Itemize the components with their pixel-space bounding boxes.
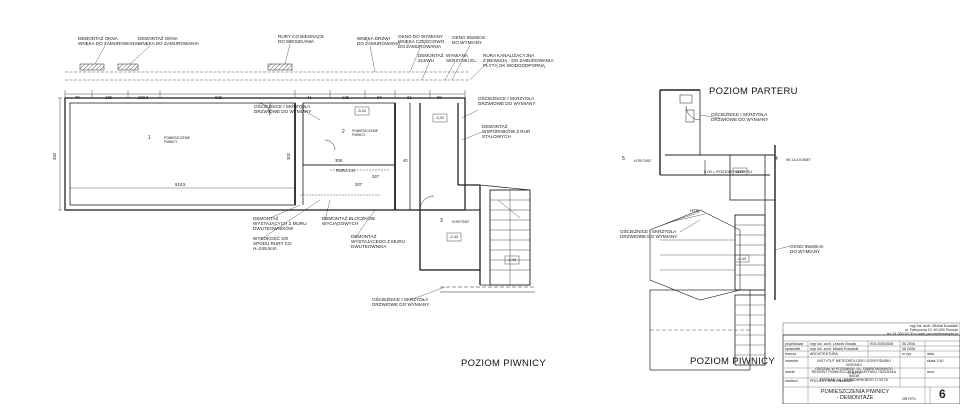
dim-text-mid-1: 300 [286,152,291,160]
tb-row-1-role: projektował [785,342,804,346]
note-pipe-height: WYSOKOŚĆ DO SPODU RURY CO H=249,5cm [253,236,292,252]
tb-row-2-name: mgr inż. arch. Maciej Kowalski [810,347,859,351]
tb-row-1-name: mgr inż. arch. Leszek Nowak [810,342,857,346]
room-1-number: 1 [148,135,151,141]
dim-text-5: 41 [307,95,312,100]
tb-row-3-name: ARCHITEKTURA [810,352,838,356]
dim-text-2: 185 [105,95,113,100]
note-window-removal-1: DEMONTAŻ OKNA WNĘKA DO ZAMUROWANIA [78,36,139,47]
basement-plan [58,43,535,301]
window-removal-hatch-1 [79,63,105,71]
note-i-beams: DEMONTAŻ WYSTAJĄCYCH Z MURU DWUTEOWNIKÓW [253,216,307,232]
note-window-95x60-2: OKNO 95x60cm DO WYMIANY [790,244,824,255]
title-block [782,322,960,405]
dim-text-mid-4: 40 [403,158,408,163]
tb-row-2-date: 06.2006 [902,347,915,351]
note-door-frames-5: OŚCIEŻNICE I SKRZYDŁA DRZWIOWE DO WYMIAN… [620,229,678,240]
ground-plan [649,89,791,371]
note-door-frames-1: OŚCIEŻNICE I SKRZYDŁA DRZWIOWE DO WYMIAN… [254,104,312,115]
room-2-desc: POMIESZCZENIE PIWNICY [352,129,379,137]
tb-investor-label: inwestor [785,359,799,363]
note-sink-removal: DEMONTAŻ ZLEWU [418,53,444,64]
note-sewer-pipe: RURA KANALIZACYJNA Z REWIZJĄ - DO ZABUDO… [483,53,554,69]
tb-object: REMONT POMIESZCZEŃ W BUDYNKU ODDZIAŁU IM… [811,370,897,382]
tb-sheet-label: NR RYS. [902,397,917,401]
tb-drawing-title: POMIESZCZENIA PIWNICY - DEMONTAŻE [820,389,890,401]
tb-scale: skala 1:50 [927,359,944,363]
level-marker-2: -3,31 [435,115,445,120]
level-marker-6: -0,80 [735,169,745,174]
note-door-frames-3: OŚCIEŻNICE I SKRZYDŁA DRZWIOWE DO WYMIAN… [372,297,430,308]
dim-text-mid-3: 307 [355,182,363,187]
tb-row-3-role: branża [785,352,796,356]
level-marker-3: -2,43 [449,234,459,239]
note-flue-blocks: DEMONTAŻ BLOCZKÓW WYCIĄGOWYCH [322,216,375,227]
tb-row-1-id: KOL/000/2006 [870,342,894,346]
note-door-frames-2: OŚCIEŻNICE I SKRZYDŁA DRZWIOWE DO WYMIAN… [478,96,536,107]
note-el-box: WYMIANA SKRZYNKI EL. [446,53,478,64]
dim-text-1: 70 [75,95,80,100]
room-4-number: 4 [775,156,778,162]
room-3-desc: KORYTARZ [452,220,470,224]
level-marker-5: 0,00 = POZIOM PARTERU [704,169,752,174]
dim-text-4: 625 [215,95,223,100]
room-5-number: 5 [622,156,625,162]
title-basement-right: POZIOM PIWNICY [690,356,775,367]
dim-text-mid-2: 308 [335,158,343,163]
note-door-niche: WNĘKA DRZWI DO ZAMUROWANIA [357,36,400,47]
note-window-replace: OKNO DO WYMIANY WNĘKA CZĘŚCIOWO DO ZAMUR… [398,34,445,50]
room-1-desc: POMIESZCZENIE PIWNICY [164,136,191,144]
window-removal-hatch-2 [117,63,139,71]
dim-text-width: 918,5 [175,182,186,187]
label-hall: HOL [690,208,700,213]
tb-row-2-role: sprawdził [785,347,800,351]
note-i-beam-single: DEMONTAŻ WYSTAJĄCEGO Z MURU DWUTEOWNIKA [351,234,406,250]
tb-stage-label: stadium [785,379,798,383]
tb-investor: INSTYTUT METEOROLOGII I GOSPODARKI WODNE… [814,359,894,375]
dim-text-8: 21 [407,95,412,100]
dim-text-height: 450 [52,152,57,160]
tb-object-label: obiekt [785,370,795,374]
tb-row-3-nr: nr rys. [902,352,912,356]
level-marker-1: -3,31 [357,108,367,113]
room-4-desc: WC DLA KOBIET [786,158,811,162]
tb-sheet-number: 6 [939,387,946,401]
dim-text-9: 89 [437,95,442,100]
tb-row-3-date: data [927,352,934,356]
level-marker-4: -2,43 [507,257,517,262]
title-basement: POZIOM PIWNICY [461,358,546,369]
title-block-author: mgr inż. arch. Michał Kowalski ul. Fabry… [886,324,958,336]
tb-branch: arch. [927,370,935,374]
note-window-95x60: OKNO 95x60cm DO WYMIANY [452,35,486,46]
dim-text-6: 125 [342,95,350,100]
note-window-removal-2: DEMONTAŻ OKNA WNĘKA DO ZAMUROWANIA [138,36,199,47]
room-5-desc: KORYTARZ [634,159,652,163]
note-co-pipes: RURY CO BIEGNĄCE DO MIESZKANIA [278,34,325,45]
dim-text-7: 67 [377,95,382,100]
room-3-number: 3 [440,218,443,224]
label-co-pipe: RURA CO [336,168,356,173]
note-door-frames-4: OŚCIEŻNICE I SKRZYDŁA DRZWIOWE DO WYMIAN… [711,112,769,123]
window-removal-hatch-3 [267,63,293,71]
tb-stage: PROJEKT WYKONAWCZY [810,379,854,383]
room-2-number: 2 [342,129,345,135]
tb-row-1-date: 06.2006 [902,342,915,346]
dim-text-mid-5: 347 [372,174,380,179]
basement-dimensions: 70 185 183,5 625 41 125 67 21 89 918,5 4… [52,95,442,187]
title-ground-floor: POZIOM PARTERU [709,86,798,97]
note-steel-brackets: DEMONTAŻ WSPORNIKÓW Z RUR STALOWYCH [482,124,531,140]
level-marker-7: -2,43 [737,256,747,261]
dim-text-3: 183,5 [138,95,149,100]
